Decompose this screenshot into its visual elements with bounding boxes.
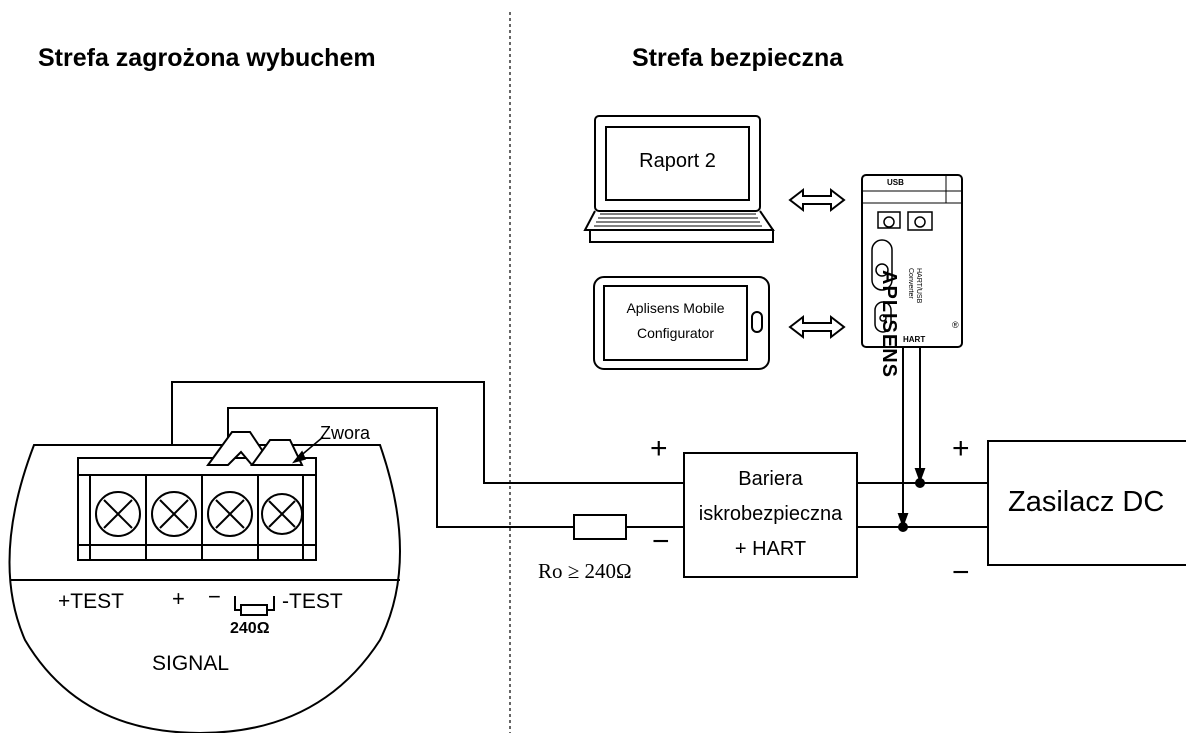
laptop: [583, 115, 775, 243]
laptop-screen-text: Raport 2: [639, 150, 716, 172]
converter-model: HART/USB: [915, 268, 922, 304]
power-supply-box: [987, 440, 1186, 566]
tablet-text-line2: Configurator: [636, 325, 715, 341]
double-arrow-icon: [788, 314, 846, 340]
terminal-signal-label: SIGNAL: [152, 652, 230, 675]
jumper: [206, 431, 304, 466]
converter-registered-mark: ®: [952, 320, 959, 330]
terminal-label-minus: −: [208, 584, 221, 609]
terminal-label-plus: +: [172, 586, 185, 611]
ro-resistor: [573, 514, 627, 540]
terminal-label-test-minus: -TEST: [282, 590, 343, 613]
terminal-screw-icon: [95, 491, 141, 537]
terminal-resistor-value: 240Ω: [230, 620, 270, 637]
barrier-line1: Bariera: [738, 468, 803, 490]
ro-resistor-label: Ro ≥ 240Ω: [538, 559, 632, 583]
tablet: [593, 276, 770, 370]
jumper-label: Zwora: [320, 423, 371, 443]
supply-plus-sign: +: [952, 432, 970, 465]
terminal-screw-icon: [151, 491, 197, 537]
tablet-text-line1: Aplisens Mobile: [626, 300, 725, 316]
tablet-home-button: [751, 311, 763, 333]
converter-hart-label: HART: [903, 335, 926, 344]
converter-model-sub: Converter: [907, 268, 914, 299]
barrier-line3: + HART: [734, 538, 807, 560]
laptop-keyboard-icon: [594, 213, 762, 227]
barrier-box: [683, 452, 858, 578]
double-arrow-icon: [788, 187, 846, 213]
terminal-screw-icon: [261, 493, 303, 535]
barrier-minus-sign: −: [652, 525, 670, 558]
power-supply-label: Zasilacz DC: [1008, 486, 1165, 518]
converter-usb-label: USB: [887, 178, 904, 187]
converter-brand: APLISENS: [878, 270, 900, 379]
barrier-line2: iskrobezpieczna: [698, 503, 843, 525]
barrier-plus-sign: +: [650, 432, 668, 465]
converter-wires: [897, 348, 926, 528]
terminal-screw-icon: [207, 491, 253, 537]
supply-minus-sign: −: [952, 556, 970, 589]
hart-usb-converter: [861, 174, 963, 348]
terminal-label-test-plus: +TEST: [58, 590, 124, 613]
zone-title-hazardous: Strefa zagrożona wybuchem: [38, 44, 376, 72]
jumper-pointer: [291, 436, 324, 464]
resistor-symbol-icon: [234, 596, 275, 616]
zone-title-safe: Strefa bezpieczna: [632, 44, 844, 72]
